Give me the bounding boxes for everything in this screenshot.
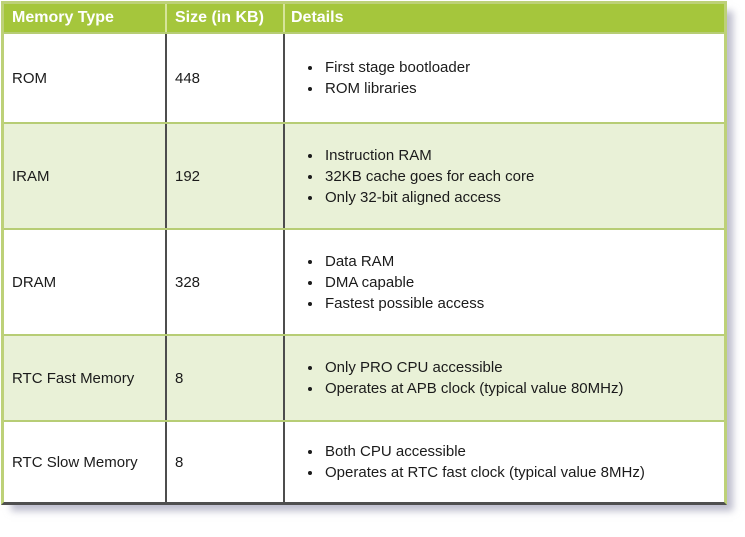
detail-item: Instruction RAM [323, 145, 534, 166]
memory-type-cell: IRAM [4, 124, 167, 228]
detail-item: Only PRO CPU accessible [323, 357, 623, 378]
detail-item: Operates at RTC fast clock (typical valu… [323, 462, 645, 483]
details-cell: Both CPU accessible Operates at RTC fast… [285, 422, 724, 502]
column-header-size: Size (in KB) [167, 4, 285, 32]
size-cell: 8 [167, 336, 285, 420]
memory-type-cell: ROM [4, 34, 167, 122]
memory-type-cell: RTC Slow Memory [4, 422, 167, 502]
detail-item: ROM libraries [323, 78, 470, 99]
detail-item: Only 32-bit aligned access [323, 187, 534, 208]
detail-item: DMA capable [323, 272, 484, 293]
table-row-dram: DRAM 328 Data RAM DMA capable Fastest po… [4, 228, 724, 334]
details-list: Both CPU accessible Operates at RTC fast… [291, 441, 645, 483]
size-cell: 328 [167, 230, 285, 334]
detail-item: First stage bootloader [323, 57, 470, 78]
details-cell: Only PRO CPU accessible Operates at APB … [285, 336, 724, 420]
column-header-memory-type: Memory Type [4, 4, 167, 32]
details-list: Data RAM DMA capable Fastest possible ac… [291, 251, 484, 314]
column-header-details: Details [291, 9, 344, 26]
detail-item: Both CPU accessible [323, 441, 645, 462]
details-cell: Data RAM DMA capable Fastest possible ac… [285, 230, 724, 334]
table-row-rtc-slow-memory: RTC Slow Memory 8 Both CPU accessible Op… [4, 420, 724, 502]
table-row-rom: ROM 448 First stage bootloader ROM libra… [4, 32, 724, 122]
detail-item: Fastest possible access [323, 293, 484, 314]
detail-item: Operates at APB clock (typical value 80M… [323, 378, 623, 399]
size-cell: 192 [167, 124, 285, 228]
memory-types-table: Memory Type Size (in KB) Details ROM 448… [1, 1, 727, 505]
details-cell: First stage bootloader ROM libraries [285, 34, 724, 122]
details-list: Only PRO CPU accessible Operates at APB … [291, 357, 623, 399]
memory-type-cell: DRAM [4, 230, 167, 334]
table-header-row: Memory Type Size (in KB) Details [4, 4, 724, 32]
memory-type-cell: RTC Fast Memory [4, 336, 167, 420]
detail-item: 32KB cache goes for each core [323, 166, 534, 187]
detail-item: Data RAM [323, 251, 484, 272]
table-row-iram: IRAM 192 Instruction RAM 32KB cache goes… [4, 122, 724, 228]
size-cell: 448 [167, 34, 285, 122]
table-row-rtc-fast-memory: RTC Fast Memory 8 Only PRO CPU accessibl… [4, 334, 724, 420]
details-list: First stage bootloader ROM libraries [291, 57, 470, 99]
details-list: Instruction RAM 32KB cache goes for each… [291, 145, 534, 208]
size-cell: 8 [167, 422, 285, 502]
details-cell: Instruction RAM 32KB cache goes for each… [285, 124, 724, 228]
